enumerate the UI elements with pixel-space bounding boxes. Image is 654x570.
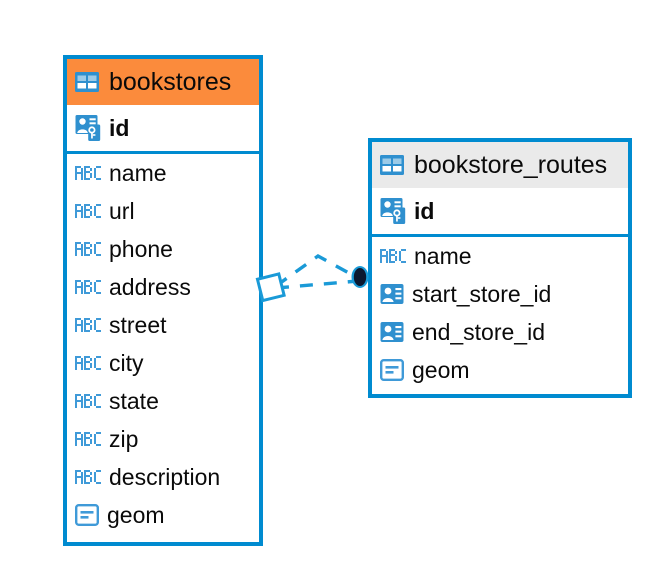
field-row-routes-geom[interactable]: geom bbox=[372, 351, 628, 389]
relationship-line-lower bbox=[275, 279, 359, 290]
field-label-phone: phone bbox=[109, 235, 173, 262]
field-label-routes-geom: geom bbox=[412, 356, 470, 383]
abc-text-icon bbox=[75, 431, 101, 447]
field-row-street[interactable]: street bbox=[67, 306, 259, 344]
table-icon bbox=[74, 69, 100, 95]
field-row-routes-name[interactable]: name bbox=[372, 237, 628, 275]
abc-text-icon bbox=[75, 165, 101, 181]
geometry-icon bbox=[75, 504, 99, 526]
foreign-key-icon bbox=[380, 282, 404, 306]
field-label-zip: zip bbox=[109, 425, 139, 452]
field-row-url[interactable]: url bbox=[67, 192, 259, 230]
field-row-end-store-id[interactable]: end_store_id bbox=[372, 313, 628, 351]
entity-header-bookstore-routes[interactable]: bookstore_routes bbox=[372, 142, 628, 188]
field-row-city[interactable]: city bbox=[67, 344, 259, 382]
field-list-bookstores: name u bbox=[67, 154, 259, 534]
field-row-start-store-id[interactable]: start_store_id bbox=[372, 275, 628, 313]
entity-table-bookstore-routes[interactable]: bookstore_routes id bbox=[368, 138, 632, 398]
abc-text-icon bbox=[380, 248, 406, 264]
field-label-description: description bbox=[109, 463, 221, 490]
abc-text-icon bbox=[75, 317, 101, 333]
field-label-geom: geom bbox=[107, 501, 165, 528]
field-label-id: id bbox=[109, 114, 130, 141]
field-label-url: url bbox=[109, 197, 135, 224]
abc-text-icon bbox=[75, 469, 101, 485]
field-row-address[interactable]: address bbox=[67, 268, 259, 306]
field-label-state: state bbox=[109, 387, 159, 414]
entity-header-bookstores[interactable]: bookstores bbox=[67, 59, 259, 105]
field-row-id[interactable]: id bbox=[67, 105, 259, 151]
field-label-address: address bbox=[109, 273, 191, 300]
field-row-phone[interactable]: phone bbox=[67, 230, 259, 268]
field-row-state[interactable]: state bbox=[67, 382, 259, 420]
field-label-end-store-id: end_store_id bbox=[412, 318, 545, 345]
primary-key-separator bbox=[372, 234, 628, 237]
abc-text-icon bbox=[75, 203, 101, 219]
foreign-key-icon bbox=[380, 320, 404, 344]
table-icon bbox=[379, 152, 405, 178]
entity-title-bookstores: bookstores bbox=[109, 67, 232, 96]
abc-text-icon bbox=[75, 241, 101, 257]
field-row-routes-id[interactable]: id bbox=[372, 188, 628, 234]
primary-key-icon bbox=[380, 197, 406, 225]
field-label-name: name bbox=[109, 159, 167, 186]
filled-circle-marker bbox=[351, 266, 369, 288]
relationship-line-upper bbox=[275, 253, 359, 288]
field-label-start-store-id: start_store_id bbox=[412, 280, 552, 307]
primary-key-icon bbox=[75, 114, 101, 142]
field-row-geom[interactable]: geom bbox=[67, 496, 259, 534]
field-row-description[interactable]: description bbox=[67, 458, 259, 496]
field-label-street: street bbox=[109, 311, 167, 338]
field-label-city: city bbox=[109, 349, 144, 376]
entity-table-bookstores[interactable]: bookstores id bbox=[63, 55, 263, 546]
field-row-name[interactable]: name bbox=[67, 154, 259, 192]
abc-text-icon bbox=[75, 393, 101, 409]
geometry-icon bbox=[380, 359, 404, 381]
entity-title-bookstore-routes: bookstore_routes bbox=[414, 150, 608, 179]
field-list-bookstore-routes: name start_store_id bbox=[372, 237, 628, 389]
field-label-routes-name: name bbox=[414, 242, 472, 269]
abc-text-icon bbox=[75, 355, 101, 371]
primary-key-separator bbox=[67, 151, 259, 154]
abc-text-icon bbox=[75, 279, 101, 295]
field-row-zip[interactable]: zip bbox=[67, 420, 259, 458]
field-label-routes-id: id bbox=[414, 197, 435, 224]
